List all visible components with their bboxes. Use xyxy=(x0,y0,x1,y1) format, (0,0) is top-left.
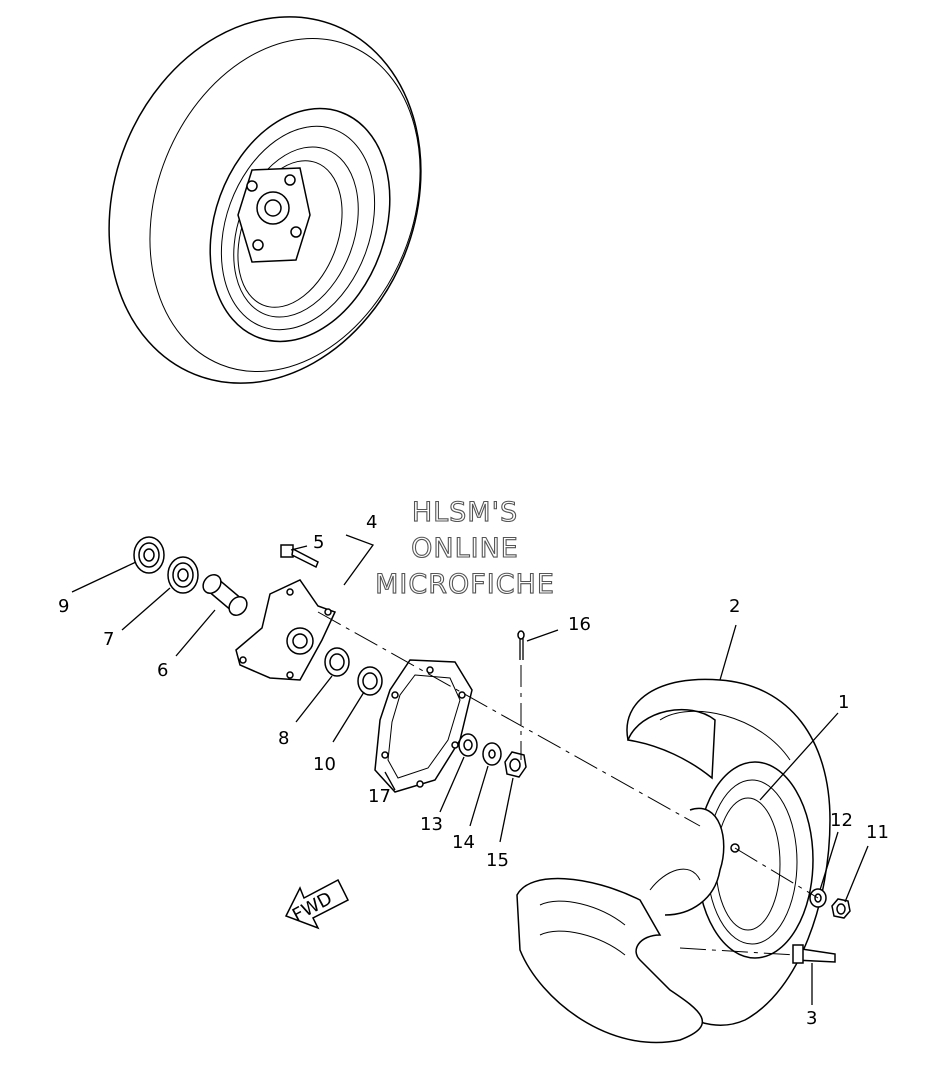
part-13-collar xyxy=(458,733,478,757)
callout-6: 6 xyxy=(157,660,168,681)
callout-17: 17 xyxy=(368,786,391,807)
watermark: HLSM'S ONLINE MICROFICHE xyxy=(375,496,555,600)
callout-9: 9 xyxy=(58,596,69,617)
callout-labels: 9 7 6 8 10 17 13 14 15 5 4 16 2 1 12 11 … xyxy=(58,512,889,1029)
wheel-hub xyxy=(235,579,337,681)
part-17-brake-disc xyxy=(374,659,473,793)
callout-10: 10 xyxy=(313,754,336,775)
part-8-bearing xyxy=(324,647,350,677)
watermark-line-2: ONLINE xyxy=(411,533,519,564)
callout-4: 4 xyxy=(366,512,377,533)
assembled-wheel-illustration xyxy=(108,16,422,384)
watermark-line-3: MICROFICHE xyxy=(375,569,555,600)
watermark-line-1: HLSM'S xyxy=(412,497,518,528)
callout-2: 2 xyxy=(729,596,740,617)
callout-11: 11 xyxy=(866,822,889,843)
callout-3: 3 xyxy=(806,1008,817,1029)
part-16-cotter-pin xyxy=(517,630,525,660)
callout-15: 15 xyxy=(486,850,509,871)
part-11-nut xyxy=(831,898,851,919)
part-10-seal xyxy=(357,666,383,696)
callout-1: 1 xyxy=(838,692,849,713)
part-3-valve-stem xyxy=(792,944,836,964)
callout-7: 7 xyxy=(103,629,114,650)
part-14-washer xyxy=(482,742,502,766)
callout-5: 5 xyxy=(313,532,324,553)
callout-14: 14 xyxy=(452,832,475,853)
callout-8: 8 xyxy=(278,728,289,749)
part-5-bolt xyxy=(280,544,319,569)
part-7-bearing xyxy=(167,556,199,594)
callout-16: 16 xyxy=(568,614,591,635)
callout-13: 13 xyxy=(420,814,443,835)
assembly-centerlines xyxy=(317,534,819,956)
part-15-nut xyxy=(504,751,527,778)
part-6-spacer xyxy=(202,574,248,616)
leader-lines xyxy=(71,545,869,1005)
callout-12: 12 xyxy=(830,810,853,831)
exploded-wheel-illustration xyxy=(516,678,831,1044)
forward-direction-arrow: FWD xyxy=(284,878,350,930)
part-9-bearing xyxy=(133,536,165,574)
